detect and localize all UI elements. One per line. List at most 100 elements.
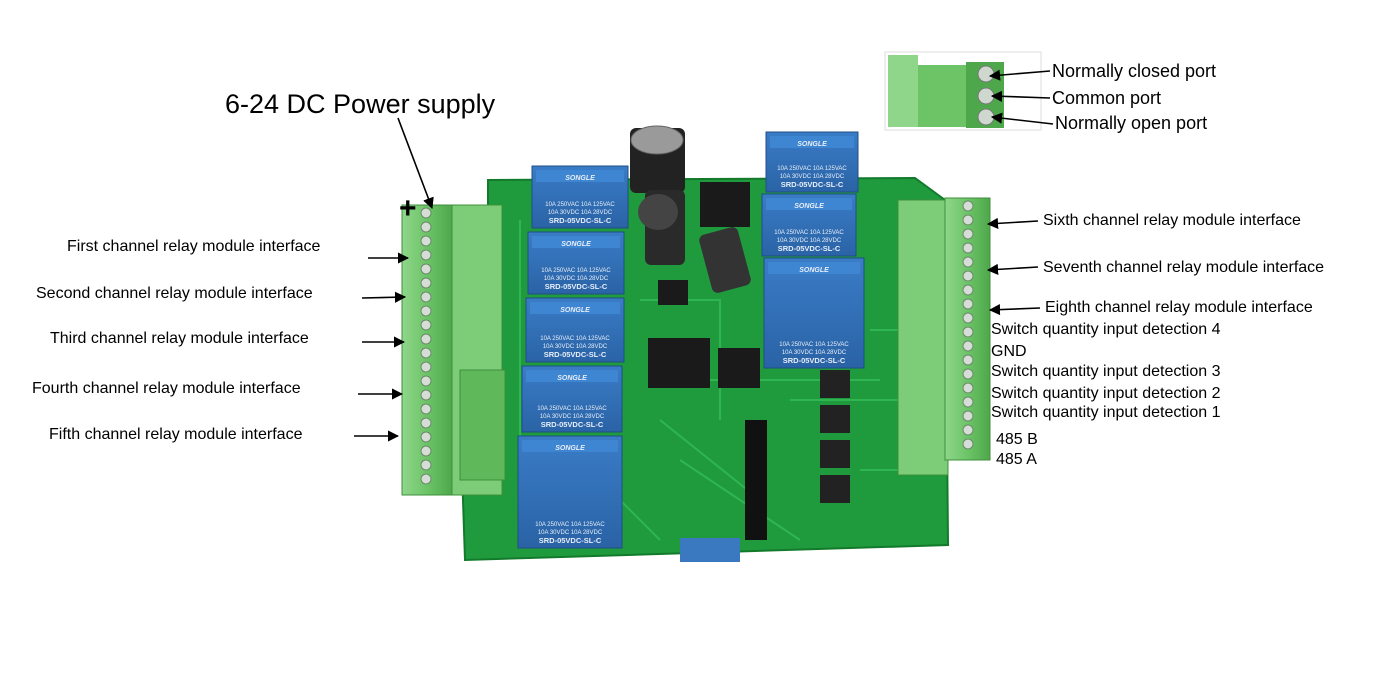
right-terminal-block [897, 197, 991, 476]
terminal-screw [962, 326, 974, 338]
relay: SONGLE 10A 250VAC 10A 125VAC 10A 30VDC 10A… [765, 131, 859, 193]
svg-text:SRD-05VDC-SL-C: SRD-05VDC-SL-C [544, 350, 607, 359]
svg-text:10A 30VDC 10A 28VDC: 10A 30VDC 10A 28VDC [780, 174, 845, 180]
relay: SONGLE 10A 250VAC 10A 125VAC 10A 30VDC 10A… [527, 231, 625, 295]
plus-sign: + [399, 192, 417, 225]
terminal-screw [420, 445, 432, 457]
left-label-ch4: Fourth channel relay module interface [32, 380, 301, 397]
svg-text:10A 250VAC 10A 125VAC: 10A 250VAC 10A 125VAC [540, 336, 610, 342]
terminal-screw [962, 354, 974, 366]
relay: SONGLE 10A 250VAC 10A 125VAC 10A 30VDC 10A… [525, 297, 625, 363]
svg-text:SRD-05VDC-SL-C: SRD-05VDC-SL-C [541, 420, 604, 429]
terminal-screw [420, 459, 432, 471]
terminal-screw [962, 214, 974, 226]
terminal-screw [420, 221, 432, 233]
relay: SONGLE 10A 250VAC 10A 125VAC 10A 30VDC 10A… [517, 435, 623, 549]
left-label-ch2: Second channel relay module interface [36, 285, 313, 302]
terminal-screw [420, 291, 432, 303]
svg-text:SRD-05VDC-SL-C: SRD-05VDC-SL-C [783, 356, 846, 365]
terminal-screw [962, 256, 974, 268]
svg-text:SRD-05VDC-SL-C: SRD-05VDC-SL-C [539, 536, 602, 545]
svg-text:SONGLE: SONGLE [794, 203, 824, 210]
rs485-b-label: 485 B [996, 431, 1038, 448]
left-relay-column: SONGLE 10A 250VAC 10A 125VAC 10A 30VDC 10A… [517, 165, 629, 549]
terminal-screw [420, 347, 432, 359]
terminal-screw [962, 284, 974, 296]
terminal-screw [962, 410, 974, 422]
svg-text:SONGLE: SONGLE [561, 241, 591, 248]
left-terminal-block [401, 204, 506, 496]
svg-text:10A 30VDC 10A 28VDC: 10A 30VDC 10A 28VDC [544, 276, 609, 282]
svg-text:SRD-05VDC-SL-C: SRD-05VDC-SL-C [781, 180, 844, 189]
terminal-screw [420, 431, 432, 443]
input-label-2: Switch quantity input detection 2 [991, 385, 1221, 402]
terminal-screw [962, 382, 974, 394]
terminal-screw [962, 298, 974, 310]
right-label-ch7: Seventh channel relay module interface [1043, 259, 1325, 276]
left-terminal-screws [420, 207, 432, 485]
terminal-screw [962, 270, 974, 282]
svg-text:10A 30VDC 10A 28VDC: 10A 30VDC 10A 28VDC [540, 414, 605, 420]
port-label-nc: Normally closed port [1052, 61, 1217, 81]
left-label-ch1: First channel relay module interface [67, 238, 321, 255]
right-terminal-screws [962, 200, 974, 450]
terminal-screw [420, 333, 432, 345]
input-label-3: Switch quantity input detection 3 [991, 363, 1221, 380]
input-label-4: Switch quantity input detection 4 [991, 321, 1221, 338]
terminal-screw [420, 403, 432, 415]
terminal-screw [962, 368, 974, 380]
left-label-ch3: Third channel relay module interface [50, 330, 309, 347]
electrolytic-capacitor [630, 125, 685, 265]
terminal-screw [420, 207, 432, 219]
terminal-screw [962, 396, 974, 408]
svg-text:SONGLE: SONGLE [560, 307, 590, 314]
svg-text:10A 30VDC 10A 28VDC: 10A 30VDC 10A 28VDC [782, 350, 847, 356]
svg-text:SONGLE: SONGLE [797, 141, 827, 148]
svg-text:10A 250VAC 10A 125VAC: 10A 250VAC 10A 125VAC [537, 406, 607, 412]
pin-header [745, 420, 767, 540]
terminal-screw [420, 263, 432, 275]
svg-text:SONGLE: SONGLE [555, 445, 585, 452]
terminal-screw [962, 340, 974, 352]
svg-text:10A 250VAC 10A 125VAC: 10A 250VAC 10A 125VAC [545, 202, 615, 208]
terminal-screw [962, 424, 974, 436]
svg-text:10A 30VDC 10A 28VDC: 10A 30VDC 10A 28VDC [538, 530, 603, 536]
port-detail-inset [884, 51, 1042, 131]
terminal-screw [420, 235, 432, 247]
terminal-screw [962, 228, 974, 240]
terminal-screw [420, 249, 432, 261]
right-label-ch8: Eighth channel relay module interface [1045, 299, 1313, 316]
svg-text:SONGLE: SONGLE [565, 175, 595, 182]
svg-text:SRD-05VDC-SL-C: SRD-05VDC-SL-C [549, 216, 612, 225]
terminal-screw [962, 312, 974, 324]
svg-text:10A 250VAC 10A 125VAC: 10A 250VAC 10A 125VAC [779, 342, 849, 348]
terminal-screw [962, 438, 974, 450]
terminal-screw [420, 361, 432, 373]
input-label-gnd: GND [991, 343, 1027, 360]
svg-text:SRD-05VDC-SL-C: SRD-05VDC-SL-C [545, 282, 608, 291]
svg-text:SRD-05VDC-SL-C: SRD-05VDC-SL-C [778, 244, 841, 253]
terminal-screw [962, 242, 974, 254]
svg-text:10A 250VAC 10A 125VAC: 10A 250VAC 10A 125VAC [774, 230, 844, 236]
terminal-screw [420, 375, 432, 387]
svg-text:10A 30VDC 10A 28VDC: 10A 30VDC 10A 28VDC [543, 344, 608, 350]
port-label-no: Normally open port [1055, 113, 1208, 133]
terminal-screw [420, 277, 432, 289]
svg-text:10A 250VAC 10A 125VAC: 10A 250VAC 10A 125VAC [541, 268, 611, 274]
terminal-screw [420, 305, 432, 317]
svg-text:10A 30VDC 10A 28VDC: 10A 30VDC 10A 28VDC [777, 238, 842, 244]
right-label-ch6: Sixth channel relay module interface [1043, 212, 1301, 229]
terminal-screw [420, 319, 432, 331]
svg-text:10A 250VAC 10A 125VAC: 10A 250VAC 10A 125VAC [535, 522, 605, 528]
ic-chips [648, 280, 850, 503]
port-label-com: Common port [1052, 88, 1162, 108]
left-label-ch5: Fifth channel relay module interface [49, 426, 303, 443]
relay: SONGLE 10A 250VAC 10A 125VAC 10A 30VDC 10A… [761, 193, 857, 257]
bottom-connector [680, 538, 740, 562]
terminal-screw [420, 417, 432, 429]
regulator [699, 182, 751, 293]
terminal-screw [420, 473, 432, 485]
svg-text:10A 250VAC 10A 125VAC: 10A 250VAC 10A 125VAC [777, 166, 847, 172]
